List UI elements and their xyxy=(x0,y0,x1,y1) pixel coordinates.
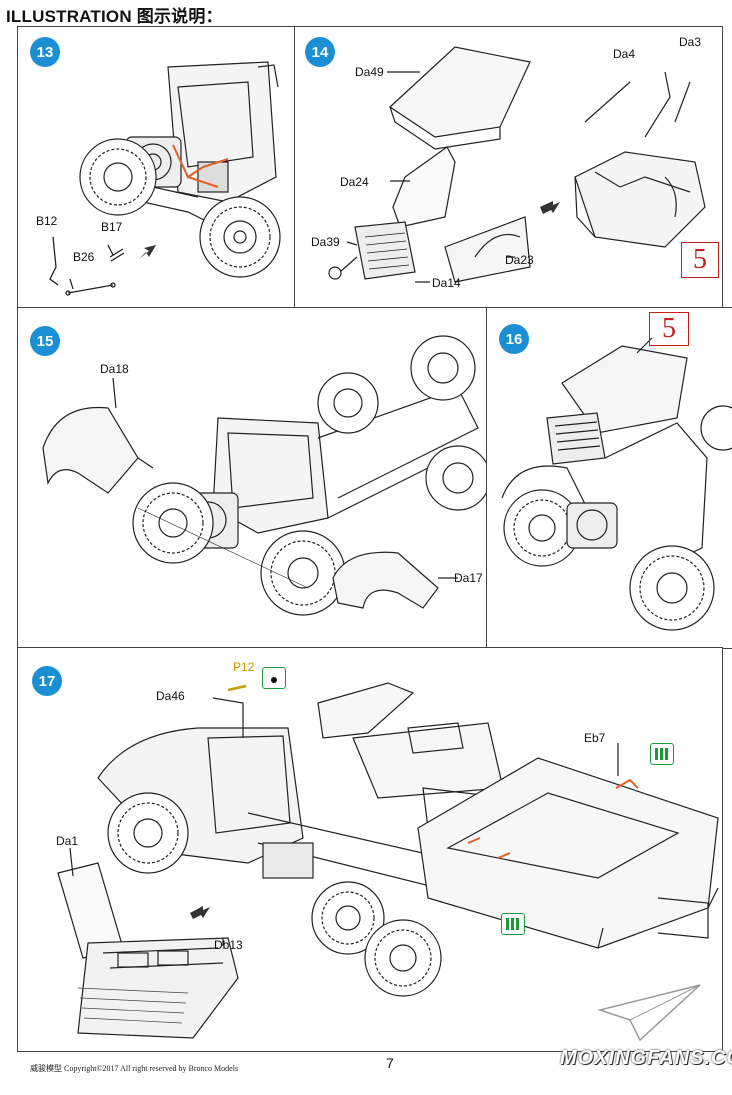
reference-box-5: 5 xyxy=(681,242,719,278)
step-15-panel: 15 xyxy=(17,307,488,649)
part-label-da39: Da39 xyxy=(311,235,340,249)
step-15-drawing xyxy=(42,335,487,616)
paint-drop-icon xyxy=(262,667,286,689)
watermark: MOXINGFANS.COM xyxy=(560,1047,732,1069)
step-15-badge: 15 xyxy=(30,326,60,356)
step-13-badge: 13 xyxy=(30,37,60,67)
step-16-badge: 16 xyxy=(499,324,529,354)
step-14-panel: 14 xyxy=(294,26,723,309)
part-label-da3: Da3 xyxy=(679,35,702,49)
part-label-da23: Da23 xyxy=(505,253,534,267)
part-label-db13: Db13 xyxy=(214,938,243,952)
part-label-b17: B17 xyxy=(101,220,123,234)
part-label-da46: Da46 xyxy=(156,689,185,703)
step-17-panel: 17 xyxy=(17,647,723,1052)
step-14-drawing xyxy=(328,46,706,283)
step-14-badge: 14 xyxy=(305,37,335,67)
paint-stripes-icon xyxy=(650,743,674,765)
step-16-panel: 16 5 xyxy=(486,307,732,649)
part-label-b12: B12 xyxy=(36,214,58,228)
reference-box-5: 5 xyxy=(649,312,689,346)
page-title: ILLUSTRATION 图示说明： xyxy=(6,7,223,26)
part-label-da18: Da18 xyxy=(100,362,129,376)
part-label-da4: Da4 xyxy=(613,47,636,61)
part-label-da1: Da1 xyxy=(56,834,79,848)
step-13-panel: 13 xyxy=(17,26,296,309)
step-17-badge: 17 xyxy=(32,666,62,696)
part-label-eb7: Eb7 xyxy=(584,731,606,745)
part-label-da14: Da14 xyxy=(432,276,461,290)
part-label-da24: Da24 xyxy=(340,175,369,189)
step-13-drawing xyxy=(49,61,281,296)
page-number: 7 xyxy=(386,1055,394,1071)
paint-stripes-icon xyxy=(501,913,525,935)
part-label-da17: Da17 xyxy=(454,571,483,585)
part-label-b26: B26 xyxy=(73,250,95,264)
part-label-da49: Da49 xyxy=(355,65,384,79)
part-label-p12: P12 xyxy=(233,660,255,674)
step-16-drawing xyxy=(501,337,732,631)
step-17-drawing xyxy=(57,682,719,1039)
copyright-text: 威骏模型 Copyright©2017 All right reserved b… xyxy=(30,1064,239,1073)
